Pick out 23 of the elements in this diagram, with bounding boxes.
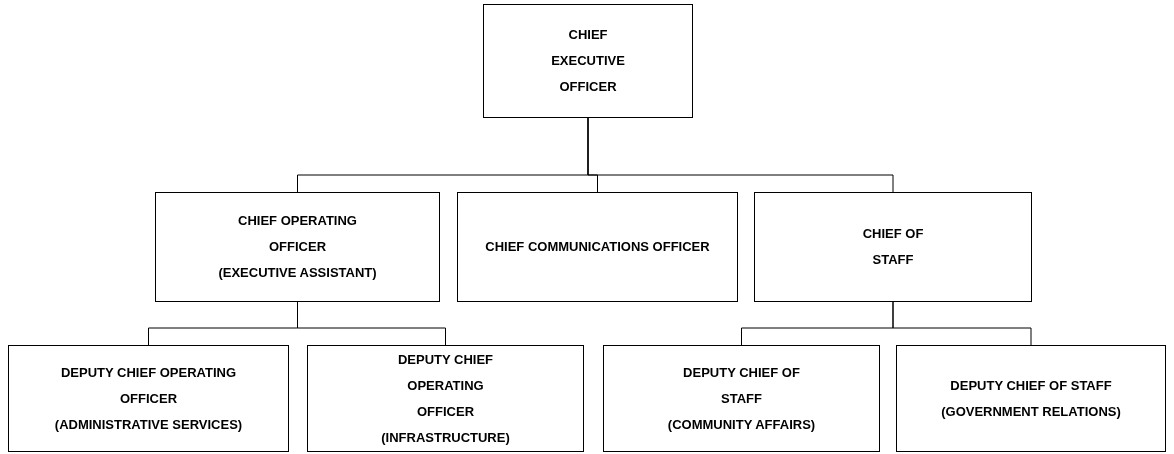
position-title: (EXECUTIVE ASSISTANT) <box>218 264 377 282</box>
position-title: DEPUTY CHIEF OPERATING OFFICER <box>59 363 237 408</box>
position-title: CHIEF OF STAFF <box>861 225 925 269</box>
position-title: (GOVERNMENT RELATIONS) <box>941 402 1121 421</box>
connector-line <box>587 117 894 193</box>
position-box <box>896 345 1166 452</box>
connector-line <box>892 301 1032 346</box>
position-box <box>8 345 289 452</box>
position-box <box>155 192 440 302</box>
position-title: DEPUTY CHIEF OPERATING OFFICER <box>396 350 495 421</box>
position-title: CHIEF OPERATING OFFICER <box>237 212 358 256</box>
position-box <box>754 192 1032 302</box>
position-box <box>307 345 584 452</box>
position-box <box>457 192 738 302</box>
position-title: (INFRASTRUCTURE) <box>381 428 510 447</box>
position-title: DEPUTY CHIEF OF STAFF <box>682 363 801 408</box>
position-title: (ADMINISTRATIVE SERVICES) <box>54 415 243 434</box>
position-title: DEPUTY CHIEF OF STAFF <box>950 376 1112 395</box>
position-title: CHIEF EXECUTIVE OFFICER <box>550 26 626 96</box>
position-title: (COMMUNITY AFFAIRS) <box>667 415 816 434</box>
position-title: CHIEF COMMUNICATIONS OFFICER <box>485 238 710 256</box>
position-box <box>603 345 880 452</box>
position-box <box>483 4 693 118</box>
